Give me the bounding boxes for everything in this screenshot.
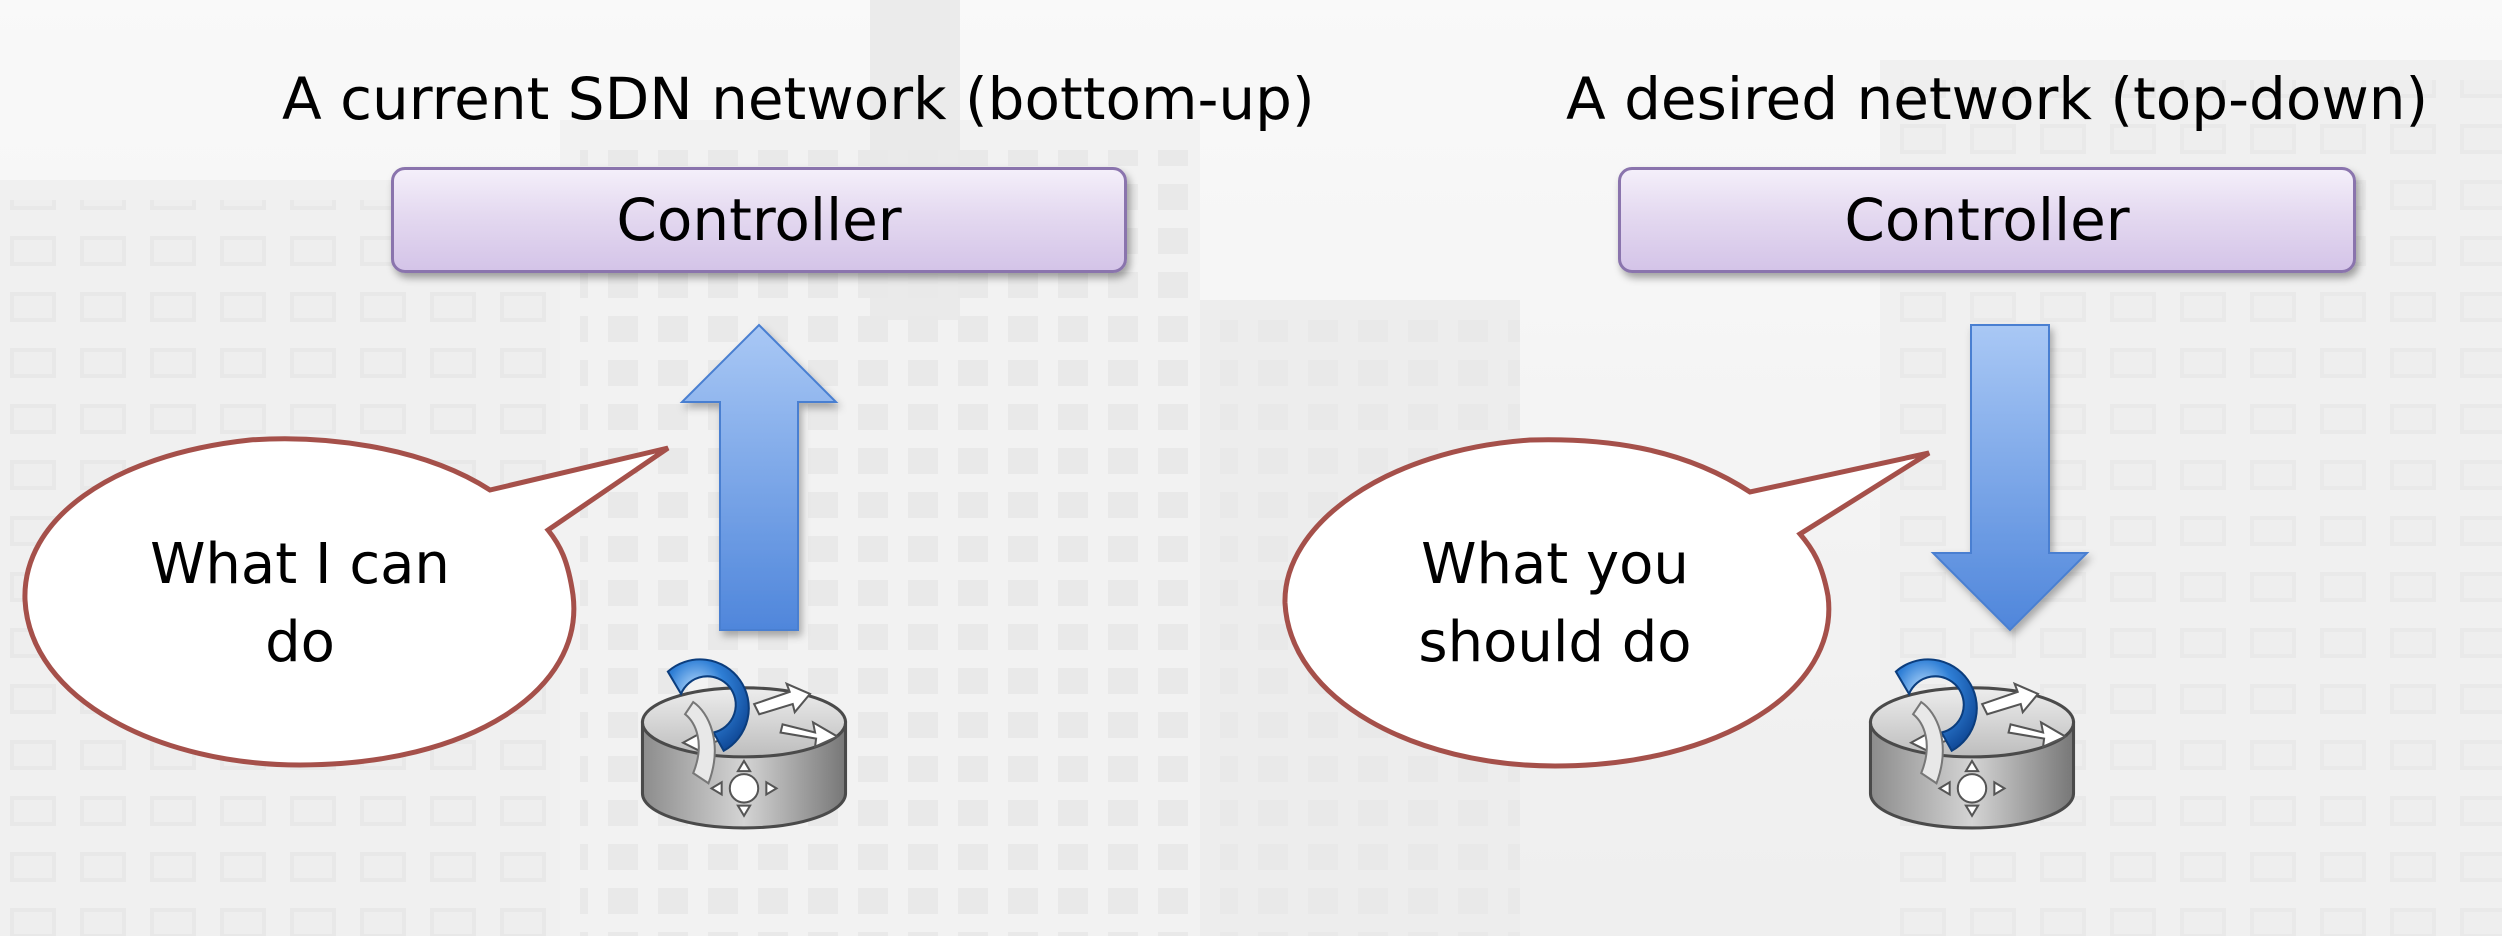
speech-bubble-left xyxy=(22,436,670,768)
controller-box-right: Controller xyxy=(1618,167,2356,273)
sdn-switch-icon xyxy=(640,657,848,830)
sdn-switch-icon xyxy=(1868,657,2076,830)
controller-label-right: Controller xyxy=(1844,186,2130,254)
left-panel-title: A current SDN network (bottom-up) xyxy=(282,65,1315,133)
bubble-left-line-2: do xyxy=(265,610,335,675)
speech-bubble-right-text: What you should do xyxy=(1345,526,1765,682)
downward-arrow xyxy=(1930,324,2090,632)
bubble-left-line-1: What I can xyxy=(150,532,450,597)
controller-box-left: Controller xyxy=(391,167,1127,273)
bubble-right-line-1: What you xyxy=(1421,532,1689,597)
right-panel-title: A desired network (top-down) xyxy=(1566,65,2429,133)
speech-bubble-left-text: What I can do xyxy=(90,526,510,682)
upward-arrow xyxy=(679,323,839,631)
bubble-right-line-2: should do xyxy=(1418,610,1692,675)
speech-bubble-right xyxy=(1282,437,1931,769)
controller-label-left: Controller xyxy=(616,186,902,254)
